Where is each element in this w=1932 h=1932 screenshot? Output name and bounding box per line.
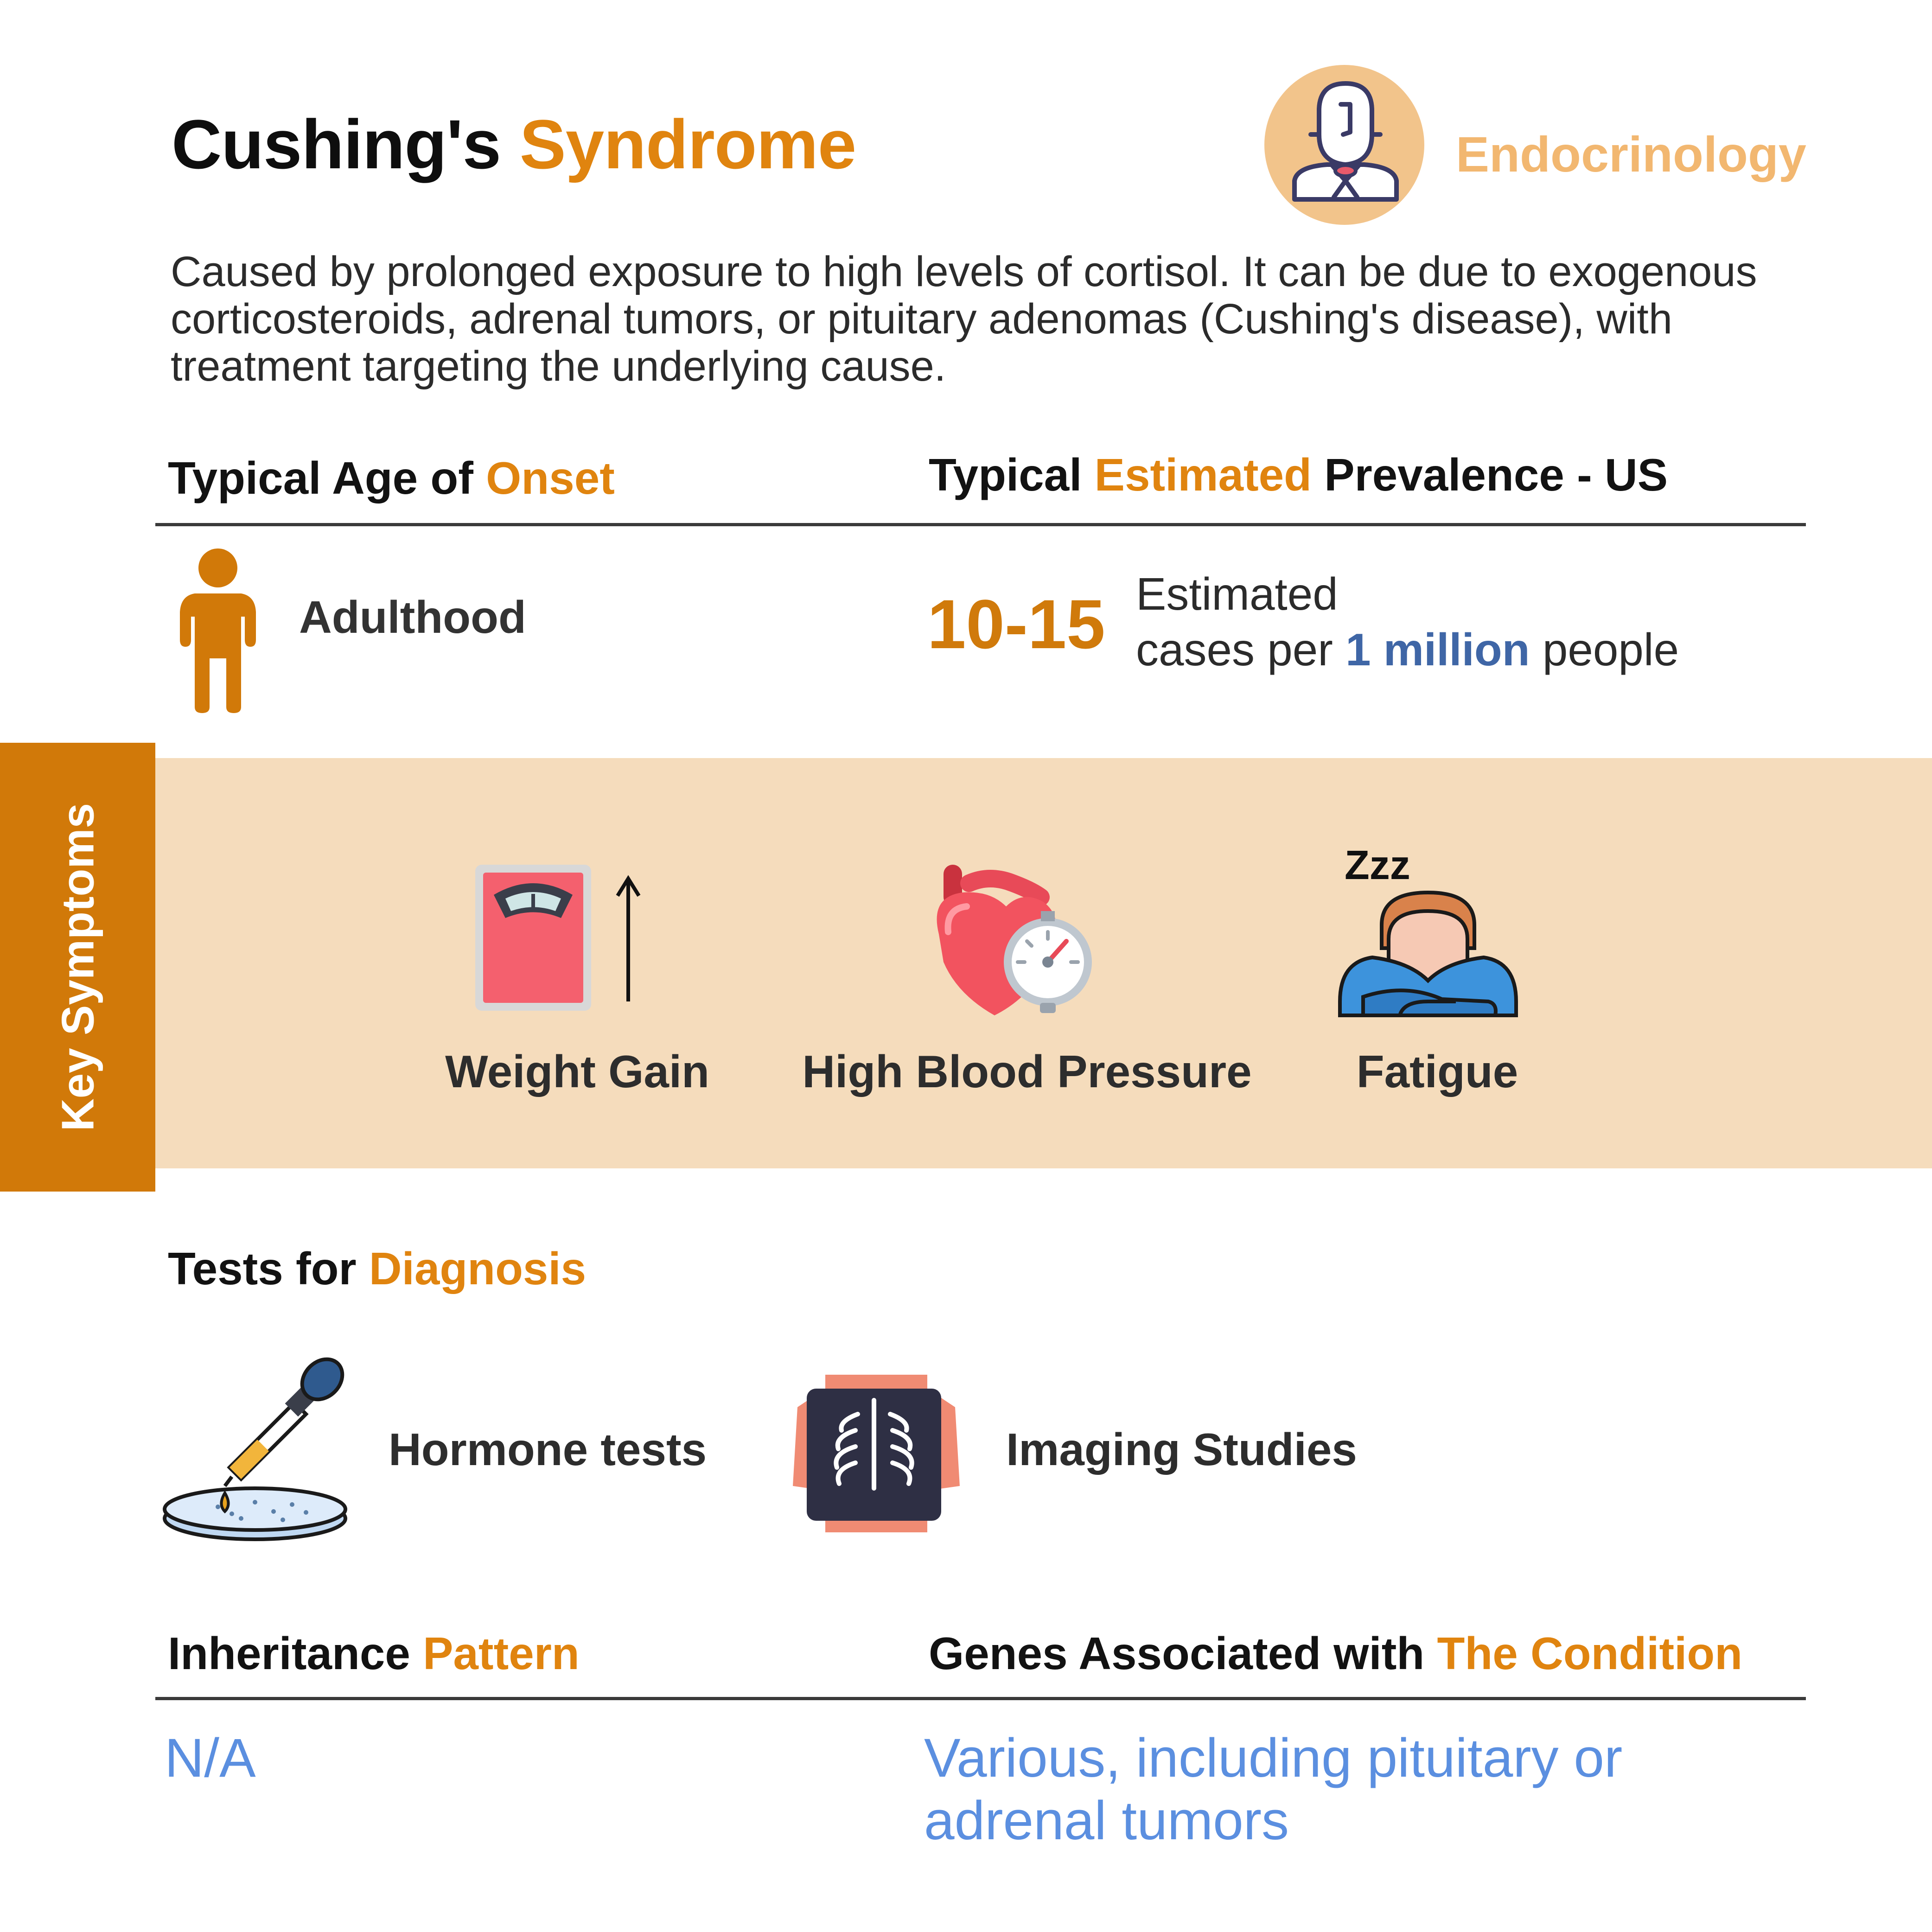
specialty-label: Endocrinology [1456,126,1806,182]
symptom-high-blood-pressure: High Blood Pressure [802,1046,1252,1097]
heart-gauge-icon [937,865,1092,1015]
inheritance-heading: Inheritance Pattern [168,1627,580,1680]
title-part1: Cushing's [172,105,501,183]
prevalence-number: 10-15 [927,585,1105,663]
genes-value: Various, including pituitary or adrenal … [924,1727,1622,1852]
genes-heading: Genes Associated with The Condition [929,1627,1742,1680]
symptom-weight-gain: Weight Gain [445,1046,709,1097]
inheritance-heading-part2: Pattern [423,1628,580,1679]
genes-heading-part2: The Condition [1437,1628,1743,1679]
symptoms-tab: Key Symptoms [0,743,155,1192]
onset-value: Adulthood [299,592,526,643]
xray-icon [793,1375,960,1532]
scale-icon [475,865,641,1011]
tests-heading-part1: Tests for [168,1243,357,1294]
symptom-fatigue: Fatigue [1356,1046,1518,1097]
genes-value-line1: Various, including pituitary or [924,1728,1623,1789]
inheritance-value: N/A [165,1728,256,1789]
inheritance-heading-part1: Inheritance [168,1628,410,1679]
divider-top [155,523,1806,526]
specialty-badge [1264,65,1424,225]
divider-bottom [155,1697,1806,1700]
symptoms-tab-label: Key Symptoms [52,803,103,1132]
onset-heading: Typical Age of Onset [168,452,615,504]
page-title: Cushing's Syndrome [172,104,856,185]
test-hormone: Hormone tests [389,1424,707,1475]
prevalence-heading-part2: Estimated [1094,449,1312,500]
zzz-text: Zzz [1345,842,1410,888]
prevalence-line2: cases per 1 million people [1136,624,1679,676]
endocrinology-icon [1292,81,1399,202]
prevalence-heading-part3: Prevalence - US [1324,449,1668,500]
title-part2: Syndrome [519,105,857,183]
onset-heading-part1: Typical Age of [168,453,473,504]
person-icon [180,548,256,713]
onset-heading-part2: Onset [486,453,615,504]
prevalence-line2-part3: people [1542,624,1679,675]
prevalence-million: 1 million [1345,624,1530,675]
prevalence-heading-part1: Typical [929,449,1082,500]
genes-heading-part1: Genes Associated with [929,1628,1425,1679]
dropper-petri-dish-icon [163,1357,347,1541]
prevalence-heading: Typical Estimated Prevalence - US [929,449,1668,501]
sleeping-person-icon [1338,890,1518,1017]
prevalence-line1: Estimated [1136,568,1338,619]
description: Caused by prolonged exposure to high lev… [171,248,1757,390]
genes-value-line2: adrenal tumors [924,1790,1289,1851]
tests-heading-part2: Diagnosis [369,1243,587,1294]
tests-heading: Tests for Diagnosis [168,1243,586,1295]
test-imaging: Imaging Studies [1006,1424,1357,1475]
prevalence-line2-part1: cases per [1136,624,1333,675]
